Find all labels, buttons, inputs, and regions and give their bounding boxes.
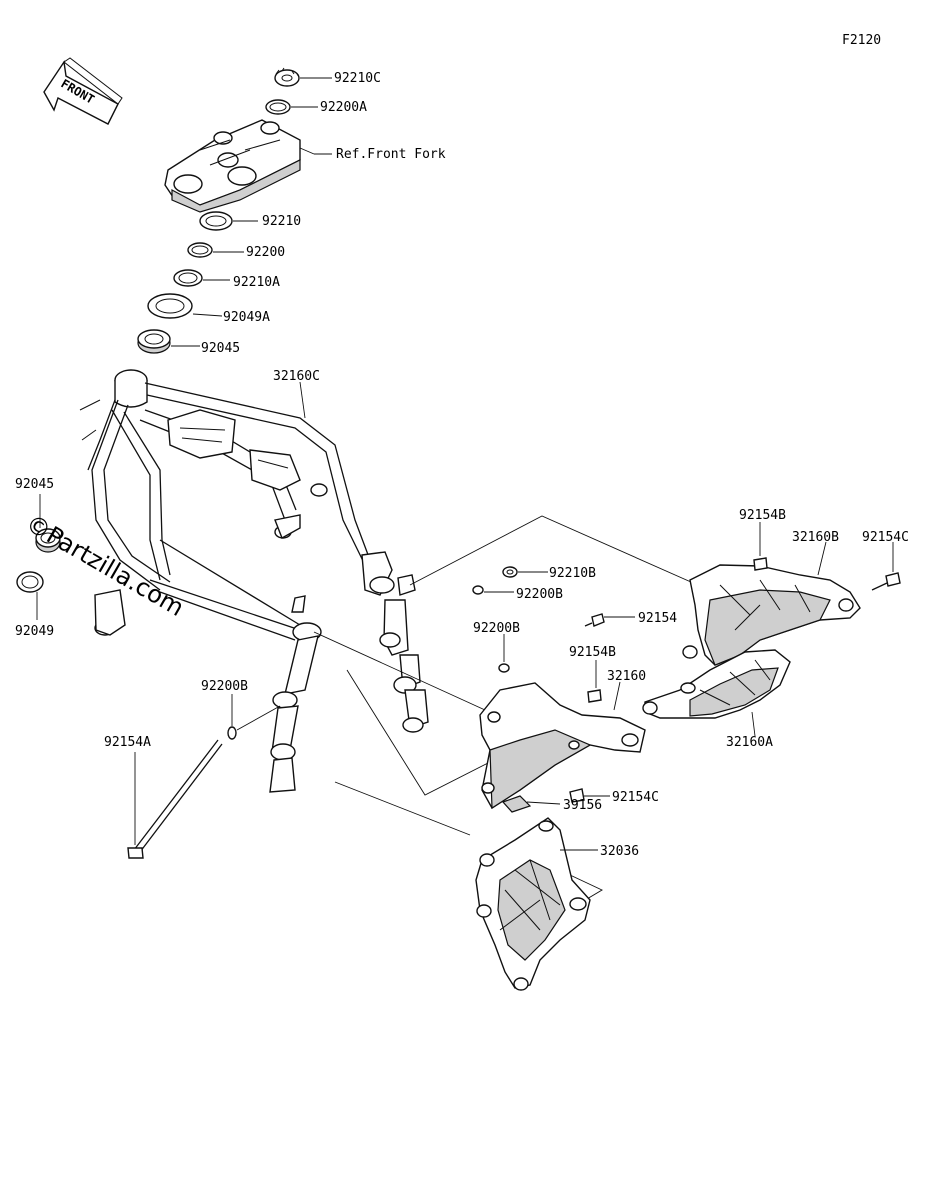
label-32160c: 32160C — [273, 369, 320, 384]
label-92154c-right: 92154C — [862, 530, 909, 545]
bolt-92154b-top — [753, 557, 768, 571]
label-32160b: 32160B — [792, 530, 839, 545]
bolt-92154c-right — [871, 572, 901, 591]
main-frame-32160c — [79, 369, 429, 793]
nut-92210b — [502, 566, 518, 578]
label-92049a: 92049A — [223, 310, 270, 325]
label-92045-top: 92045 — [201, 341, 240, 356]
label-92210b: 92210B — [549, 566, 596, 581]
bolt-92154 — [584, 613, 605, 627]
washer-92200a — [265, 99, 291, 115]
label-92045-left: 92045 — [15, 477, 54, 492]
label-92200b-mid: 92200B — [516, 587, 563, 602]
label-92154b-top: 92154B — [739, 508, 786, 523]
bracket-32036 — [475, 817, 591, 991]
label-32036: 32036 — [600, 844, 639, 859]
label-92154c-bottom: 92154C — [612, 790, 659, 805]
label-plate-39156 — [501, 795, 532, 813]
label-92200: 92200 — [246, 245, 285, 260]
label-92200b-left: 92200B — [201, 679, 248, 694]
nut-92210 — [199, 211, 233, 231]
bearing-92045-left — [35, 528, 61, 553]
washer-92200b-left — [227, 726, 237, 740]
label-92200a: 92200A — [320, 100, 367, 115]
front-arrow-icon: FRONT — [43, 57, 123, 125]
bolt-92154b-mid — [587, 689, 602, 703]
label-32160: 32160 — [607, 669, 646, 684]
figure-id: F2120 — [842, 33, 881, 48]
washer-92200 — [187, 242, 213, 258]
upper-triple-clamp — [164, 119, 301, 213]
label-92200b-center: 92200B — [473, 621, 520, 636]
label-92154a: 92154A — [104, 735, 151, 750]
label-32160a: 32160A — [726, 735, 773, 750]
label-39156: 39156 — [563, 798, 602, 813]
seal-92049a — [147, 293, 193, 319]
washer-92200b-center — [498, 663, 510, 673]
bolt-92154a — [127, 739, 223, 859]
label-ref-front-fork: Ref.Front Fork — [336, 147, 446, 162]
label-92154: 92154 — [638, 611, 677, 626]
bracket-32160b — [682, 564, 861, 666]
bearing-92045-top — [137, 329, 171, 354]
seal-92049 — [16, 571, 44, 593]
label-92210c: 92210C — [334, 71, 381, 86]
label-92210a: 92210A — [233, 275, 280, 290]
bracket-32160 — [479, 682, 646, 810]
label-92210: 92210 — [262, 214, 301, 229]
washer-92200b-mid — [472, 585, 484, 595]
nut-92210a — [173, 269, 203, 287]
label-92049: 92049 — [15, 624, 54, 639]
bracket-32160a — [642, 649, 791, 719]
bolt-92154c-bottom — [569, 788, 585, 803]
label-92154b-mid: 92154B — [569, 645, 616, 660]
nut-92210c — [274, 67, 300, 87]
